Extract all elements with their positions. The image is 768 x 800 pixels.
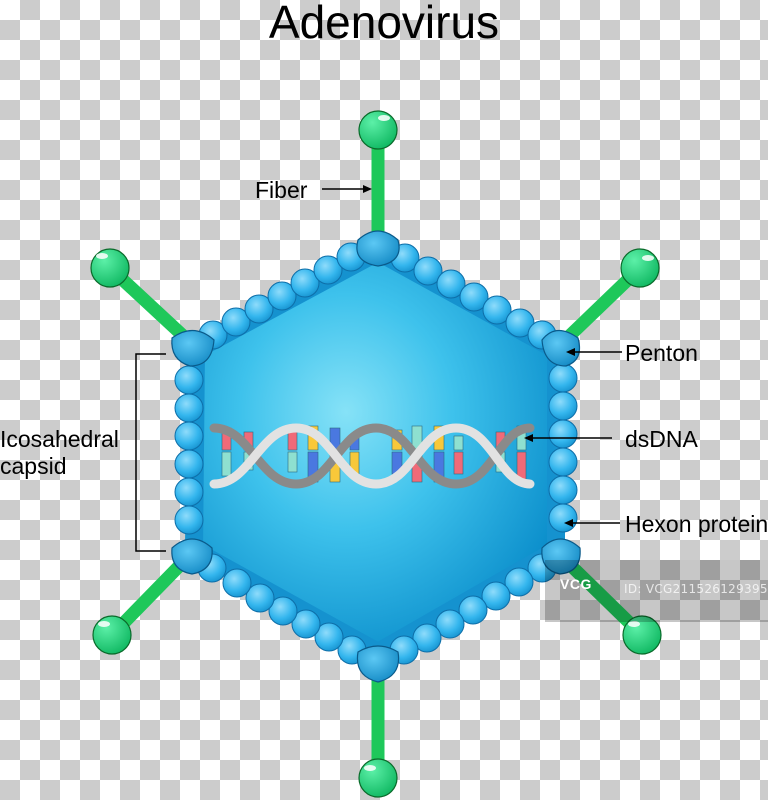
label-dsdna: dsDNA — [625, 426, 698, 452]
hexon-beads — [174, 242, 578, 665]
label-fiber: Fiber — [255, 177, 308, 203]
watermark-id: ID: VCG211526129395 — [624, 582, 768, 596]
label-hexon-protein: Hexon protein — [625, 511, 768, 537]
pentons — [171, 230, 581, 683]
label-icosahedral: Icosahedral — [0, 426, 119, 452]
pointer-lines — [135, 185, 622, 552]
watermark-band — [545, 560, 768, 622]
label-penton: Penton — [625, 340, 698, 366]
diagram-title: Adenovirus — [268, 0, 500, 48]
label-capsid: capsid — [0, 453, 67, 479]
dsdna-helix — [209, 423, 535, 489]
watermark-logo: VCG — [560, 576, 592, 592]
